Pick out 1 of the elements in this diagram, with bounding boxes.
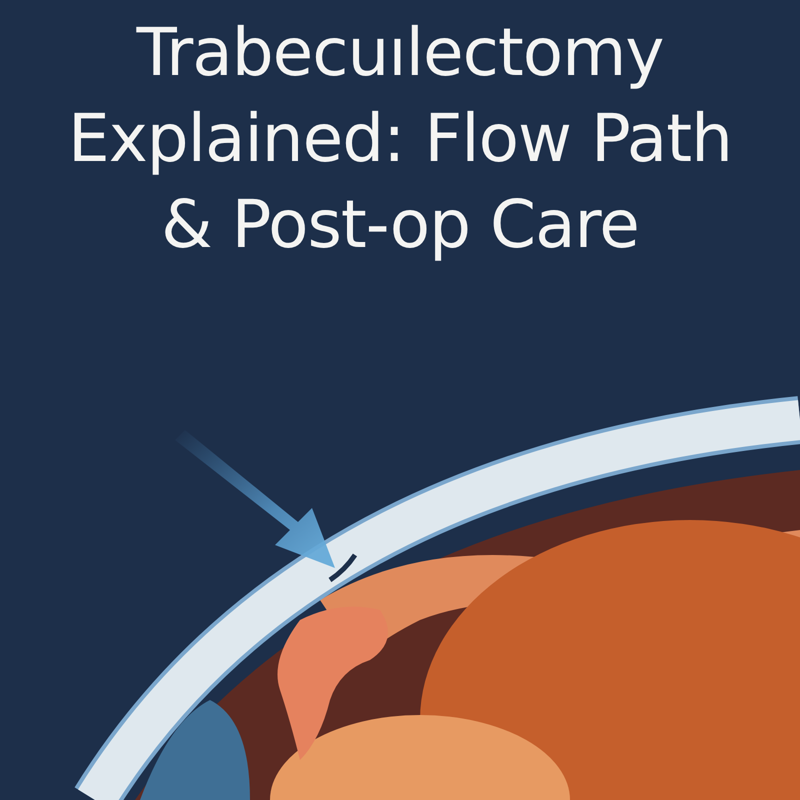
title: Trabecuılectomy Explained: Flow Path & Post-op Care — [67, 13, 733, 265]
